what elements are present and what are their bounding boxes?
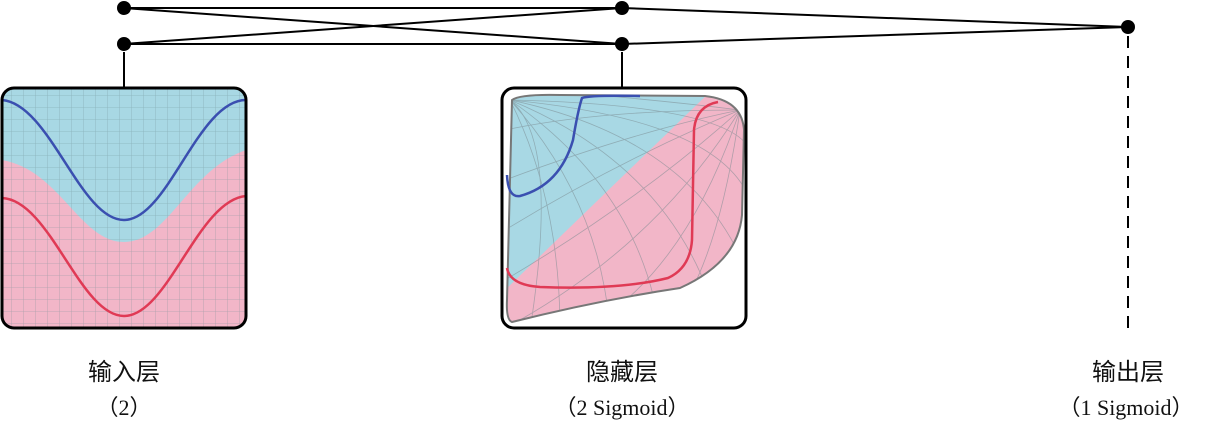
red-curve bbox=[505, 100, 719, 289]
blue-curve bbox=[505, 94, 641, 198]
connections bbox=[123, 7, 1129, 332]
output-layer-detail: （1 Sigmoid） bbox=[1058, 395, 1194, 420]
hidden-node-1 bbox=[615, 1, 629, 15]
input-node-2 bbox=[117, 37, 131, 51]
hidden-layer-label: 隐藏层 bbox=[586, 358, 658, 386]
output-node bbox=[1121, 20, 1135, 34]
input-layer-detail: （2） bbox=[96, 395, 152, 420]
hidden-space-plot bbox=[505, 93, 746, 324]
input-space-plot bbox=[2, 88, 246, 328]
output-layer-label: 输出层 bbox=[1092, 358, 1164, 386]
input-node-1 bbox=[117, 1, 131, 15]
input-layer-label: 输入层 bbox=[88, 358, 160, 386]
nodes bbox=[117, 1, 1135, 51]
hidden-layer-detail: （2 Sigmoid） bbox=[554, 395, 690, 420]
hidden-node-2 bbox=[615, 37, 629, 51]
red-curve bbox=[2, 194, 246, 318]
blue-curve bbox=[2, 98, 246, 222]
